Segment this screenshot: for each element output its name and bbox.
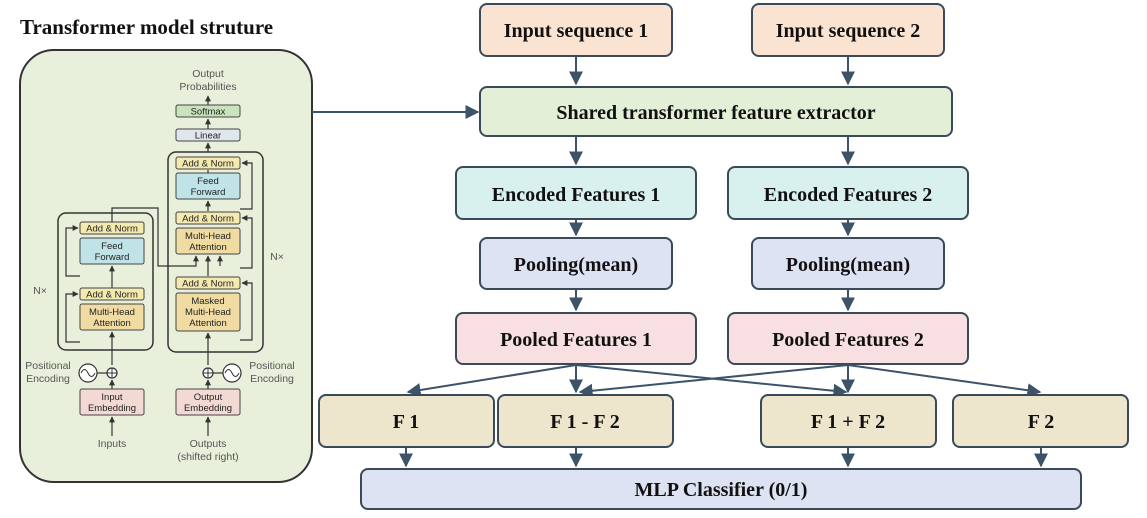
decoder-cross-attention xyxy=(175,227,241,255)
mlp-classifier-box xyxy=(360,468,1082,510)
encoder-add-norm-2-label: Add & Norm xyxy=(86,224,138,235)
input-embedding-label-2: Embedding xyxy=(88,403,136,414)
encoder-positional-label-2: Encoding xyxy=(26,373,70,385)
encoded-features-2-box xyxy=(727,166,969,220)
decoder-add-norm-3 xyxy=(175,156,241,170)
decoder-add-norm-2-label: Add & Norm xyxy=(182,214,234,225)
shared-extractor-label: Shared transformer feature extractor xyxy=(556,102,875,124)
decoder-positional-label-1: Positional xyxy=(249,360,295,372)
decoder-masked-attention xyxy=(175,292,241,332)
outputs-label-1: Outputs xyxy=(190,438,227,450)
transformer-title: Transformer model struture xyxy=(20,15,273,39)
encoder-feed-forward-label-2: Forward xyxy=(95,252,130,263)
linear-block xyxy=(175,128,241,142)
pooled-features-1-box xyxy=(455,312,697,365)
decoder-nx-label: N× xyxy=(270,251,284,263)
pooling-2-box xyxy=(751,237,945,290)
encoded-features-2-label: Encoded Features 2 xyxy=(764,184,933,206)
output-probabilities-label-line1: Output xyxy=(192,68,224,80)
inputs-label: Inputs xyxy=(98,438,127,450)
encoded-features-1-label: Encoded Features 1 xyxy=(492,184,661,206)
decoder-cross-attention-label-1: Multi-Head xyxy=(185,231,231,242)
encoder-stack xyxy=(57,212,154,351)
pooled-features-2-box xyxy=(727,312,969,365)
encoder-feed-forward xyxy=(79,237,145,265)
encoder-add-norm-1-label: Add & Norm xyxy=(86,290,138,301)
pooled-features-1-label: Pooled Features 1 xyxy=(500,329,652,351)
f1-plus-f2-box xyxy=(760,394,937,448)
encoded-features-1-box xyxy=(455,166,697,220)
pooling-2-label: Pooling(mean) xyxy=(786,254,910,276)
decoder-feed-forward-label-1: Feed xyxy=(197,176,219,187)
input-embedding xyxy=(79,388,145,416)
fanout-arrows xyxy=(406,364,1042,398)
f2-box xyxy=(952,394,1129,448)
output-embedding-label-1: Output xyxy=(194,392,223,403)
encoder-self-attention-label-1: Multi-Head xyxy=(89,307,135,318)
softmax-block xyxy=(175,104,241,118)
decoder-positional-label-2: Encoding xyxy=(250,373,294,385)
input-sequence-1-label: Input sequence 1 xyxy=(504,20,648,42)
pooling-1-box xyxy=(479,237,673,290)
to-classifier-arrows xyxy=(399,448,1048,468)
output-embedding xyxy=(175,388,241,416)
encoder-self-attention xyxy=(79,303,145,331)
encoder-add-norm-1 xyxy=(79,287,145,301)
decoder-feed-forward-label-2: Forward xyxy=(191,187,226,198)
encoder-nx-label: N× xyxy=(33,285,47,297)
input-sequence-2-label: Input sequence 2 xyxy=(776,20,920,42)
input-sequence-1-box xyxy=(479,3,673,57)
f1-minus-f2-box xyxy=(497,394,674,448)
linear-label: Linear xyxy=(195,131,221,142)
encoder-positional-label-1: Positional xyxy=(25,360,71,372)
input-embedding-label-1: Input xyxy=(101,392,122,403)
f1-label: F 1 xyxy=(393,411,419,433)
pooled-features-2-label: Pooled Features 2 xyxy=(772,329,924,351)
input-sequence-2-box xyxy=(751,3,945,57)
f1-box xyxy=(318,394,495,448)
decoder-stack xyxy=(167,151,264,353)
outputs-label-2: (shifted right) xyxy=(177,451,238,463)
decoder-masked-attention-label-3: Attention xyxy=(189,318,227,329)
f1-plus-f2-label: F 1 + F 2 xyxy=(811,411,885,433)
decoder-add-norm-3-label: Add & Norm xyxy=(182,159,234,170)
pooling-1-label: Pooling(mean) xyxy=(514,254,638,276)
decoder-cross-attention-label-2: Attention xyxy=(189,242,227,253)
encoder-feed-forward-label-1: Feed xyxy=(101,241,123,252)
output-probabilities-label-line2: Probabilities xyxy=(179,81,236,93)
encoder-self-attention-label-2: Attention xyxy=(93,318,131,329)
f2-label: F 2 xyxy=(1028,411,1054,433)
mlp-classifier-label: MLP Classifier (0/1) xyxy=(635,479,808,501)
f1-minus-f2-label: F 1 - F 2 xyxy=(550,411,620,433)
output-embedding-label-2: Embedding xyxy=(184,403,232,414)
shared-extractor-box xyxy=(479,86,953,137)
decoder-masked-attention-label-1: Masked xyxy=(191,296,224,307)
softmax-label: Softmax xyxy=(191,107,226,118)
decoder-add-norm-1-label: Add & Norm xyxy=(182,279,234,290)
decoder-add-norm-1 xyxy=(175,276,241,290)
decoder-add-norm-2 xyxy=(175,211,241,225)
decoder-masked-attention-label-2: Multi-Head xyxy=(185,307,231,318)
